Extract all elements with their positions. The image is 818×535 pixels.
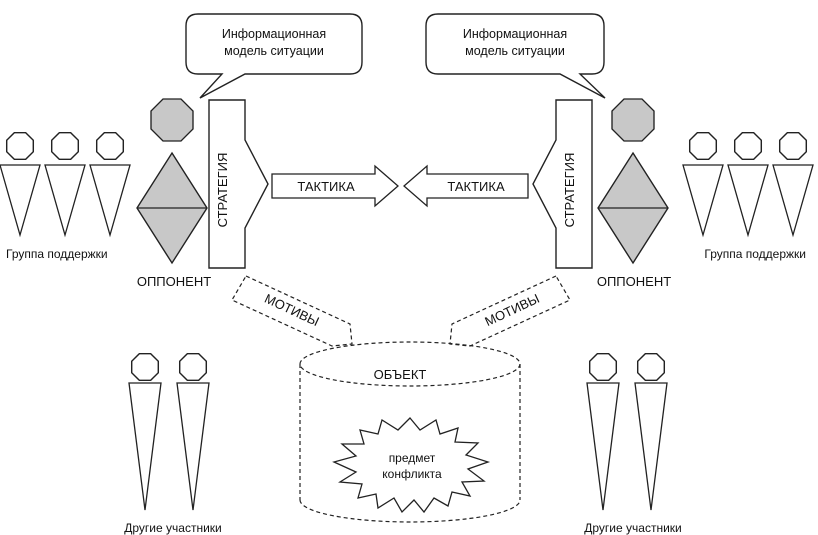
tactic-left-label: ТАКТИКА bbox=[297, 179, 355, 194]
other-right-person-1 bbox=[586, 352, 620, 511]
support-left-person-2 bbox=[44, 131, 86, 238]
info-model-bubble-right: Информационная модель ситуации bbox=[425, 13, 606, 99]
other-left-person-2 bbox=[176, 352, 210, 511]
support-group-left: Группа поддержки bbox=[0, 131, 131, 261]
support-group-right-label: Группа поддержки bbox=[704, 247, 806, 261]
opponent-right-label: ОППОНЕНТ bbox=[597, 274, 671, 289]
other-participants-left: Другие участники bbox=[124, 352, 222, 535]
object-label: ОБЪЕКТ bbox=[374, 367, 427, 382]
other-right-person-2 bbox=[634, 352, 668, 511]
support-group-right: Группа поддержки bbox=[682, 131, 814, 261]
opponent-right: ОППОНЕНТ bbox=[597, 98, 671, 289]
support-left-person-3 bbox=[89, 131, 131, 238]
support-right-person-1 bbox=[682, 131, 724, 238]
subject-line2: конфликта bbox=[382, 467, 442, 481]
support-right-person-2 bbox=[727, 131, 769, 238]
tactic-right-arrow: ТАКТИКА bbox=[403, 164, 529, 208]
strategy-right-label: СТРАТЕГИЯ bbox=[562, 153, 577, 228]
info-model-left-line2: модель ситуации bbox=[224, 44, 324, 58]
strategy-left: СТРАТЕГИЯ bbox=[208, 99, 269, 269]
opponent-left-head-icon bbox=[150, 98, 194, 142]
other-left-person-1 bbox=[128, 352, 162, 511]
strategy-left-label: СТРАТЕГИЯ bbox=[215, 153, 230, 228]
support-left-person-1 bbox=[0, 131, 41, 238]
subject-line1: предмет bbox=[389, 451, 436, 465]
other-participants-right-label: Другие участники bbox=[584, 521, 681, 535]
object-cylinder: ОБЪЕКТ предмет конфликта bbox=[299, 341, 521, 523]
info-model-right-line2: модель ситуации bbox=[465, 44, 565, 58]
motives-right-arrow: МОТИВЫ bbox=[449, 275, 571, 347]
tactic-left-arrow: ТАКТИКА bbox=[271, 164, 399, 208]
tactic-right-label: ТАКТИКА bbox=[447, 179, 505, 194]
info-model-right-line1: Информационная bbox=[463, 27, 567, 41]
motives-left-arrow: МОТИВЫ bbox=[231, 275, 353, 347]
opponent-right-head-icon bbox=[611, 98, 655, 142]
support-group-left-label: Группа поддержки bbox=[6, 247, 108, 261]
info-model-left-line1: Информационная bbox=[222, 27, 326, 41]
opponent-left-label: ОППОНЕНТ bbox=[137, 274, 211, 289]
info-model-bubble-left: Информационная модель ситуации bbox=[185, 13, 363, 99]
other-participants-left-label: Другие участники bbox=[124, 521, 221, 535]
opponent-left: ОППОНЕНТ bbox=[136, 98, 211, 289]
strategy-right: СТРАТЕГИЯ bbox=[532, 99, 593, 269]
other-participants-right: Другие участники bbox=[584, 352, 682, 535]
support-right-person-3 bbox=[772, 131, 814, 238]
conflict-subject-burst bbox=[332, 417, 491, 514]
